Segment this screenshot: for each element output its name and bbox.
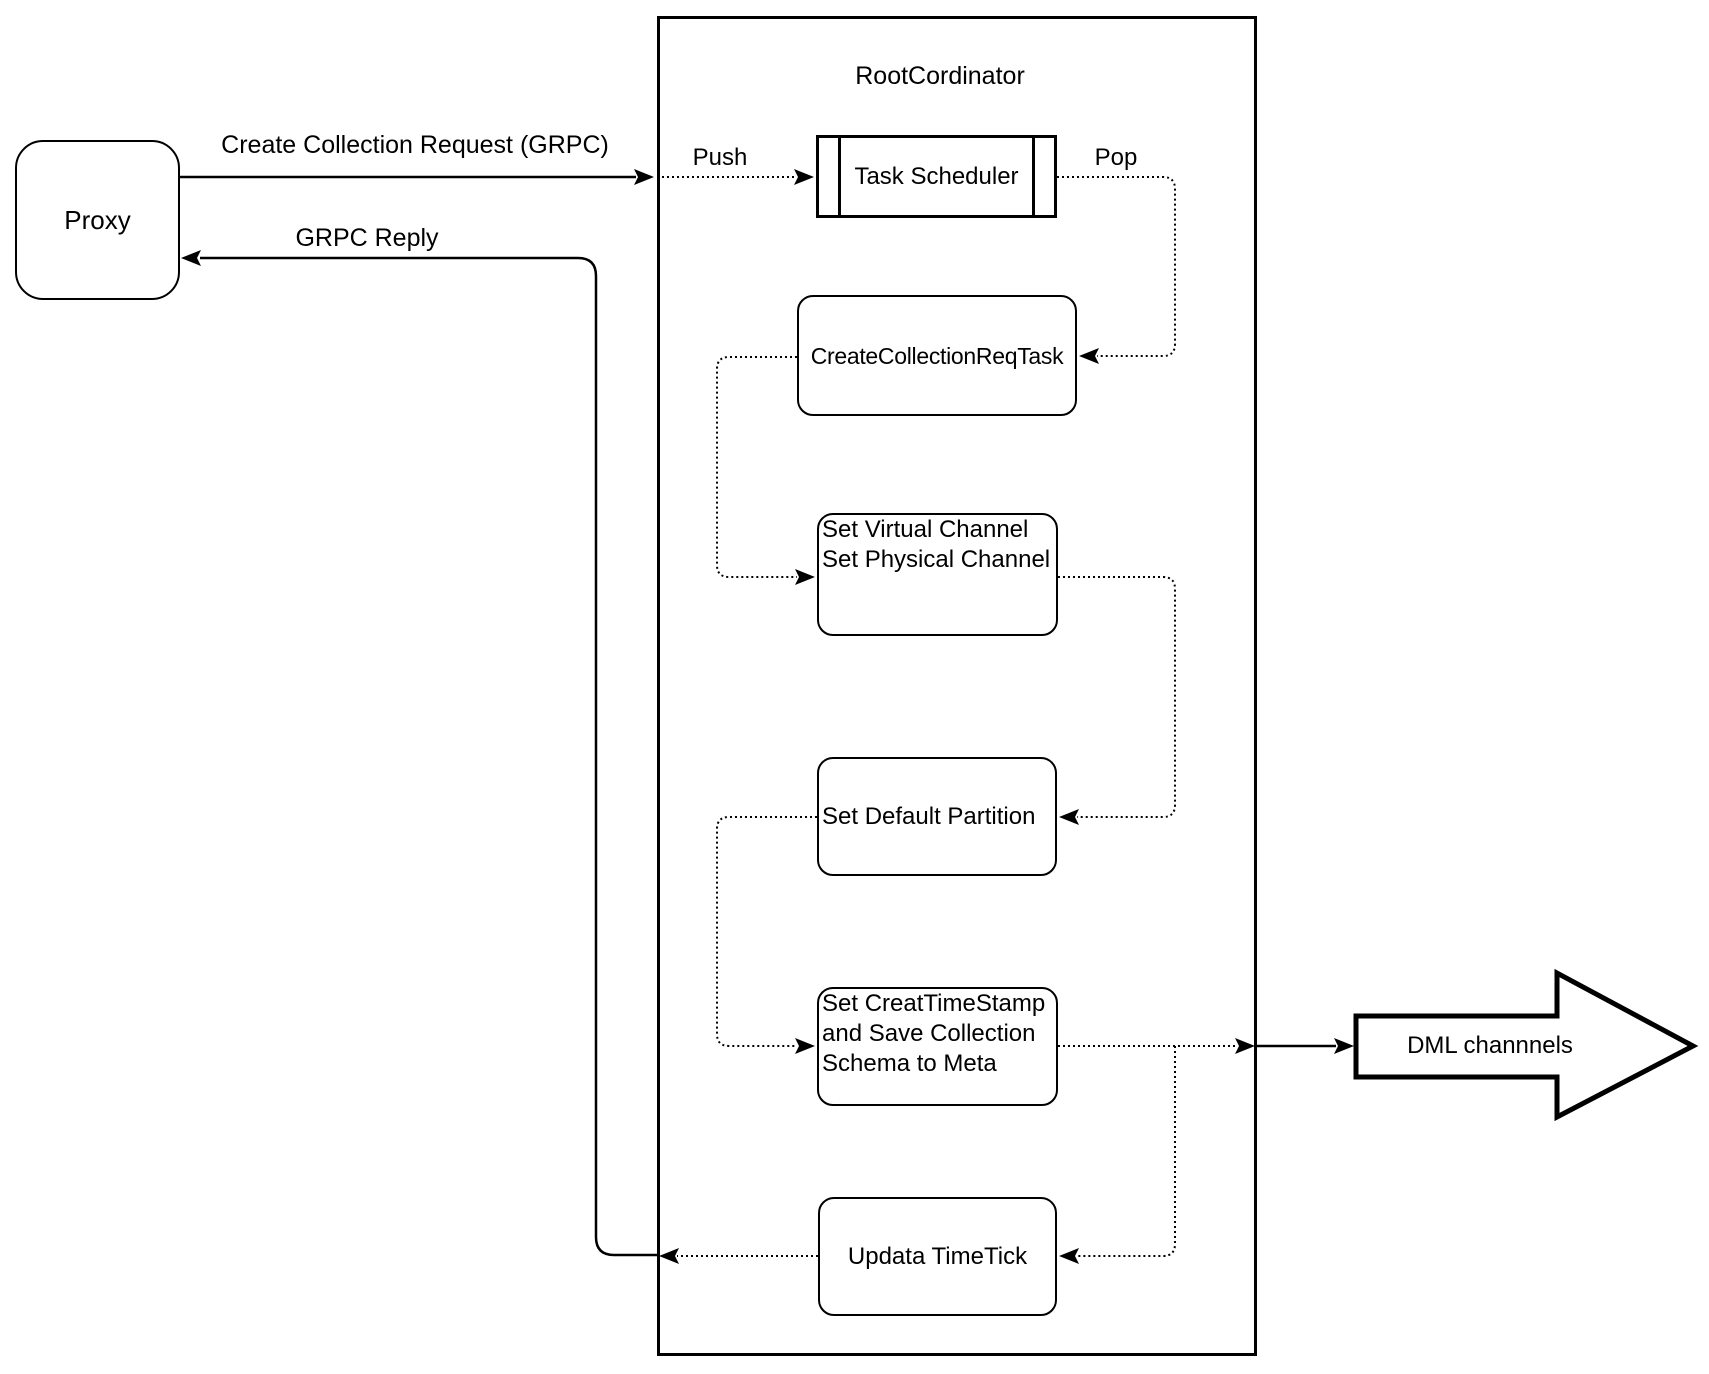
node-task-scheduler: Task Scheduler [816, 135, 1057, 218]
edge-grpc-reply [200, 256, 657, 1257]
node-proxy: Proxy [15, 140, 180, 300]
node-set-default-partition: Set Default Partition [817, 757, 1057, 876]
node-set-channels: Set Virtual Channel Set Physical Channel [817, 513, 1058, 636]
dml-channels-arrow-shape [1353, 968, 1699, 1122]
arrowhead-push [794, 169, 814, 185]
node-set-default-partition-label: Set Default Partition [822, 802, 1036, 830]
arrowhead-grpc-reply [181, 250, 201, 266]
set-creat-timestamp-line-3: Schema to Meta [822, 1050, 997, 1077]
node-task-scheduler-label: Task Scheduler [854, 162, 1019, 190]
arrowhead-timetick [1059, 1248, 1079, 1264]
arrowhead-defaultpartition [1059, 809, 1079, 825]
dotted-edges [657, 176, 1237, 1257]
dml-channels-label: DML channnels [1407, 1032, 1573, 1059]
edge-label-push: Push [692, 144, 748, 171]
edge-reqtask-to-setchannels [716, 356, 797, 578]
edge-label-create-collection-request: Create Collection Request (GRPC) [221, 131, 609, 159]
rootcoordinator-container [657, 16, 1257, 1356]
arrowhead-setchannels [795, 569, 815, 585]
rootcoordinator-title: RootCordinator [855, 62, 1025, 90]
edge-label-grpc-reply: GRPC Reply [295, 224, 439, 252]
arrowhead-timetick-to-reply [659, 1248, 679, 1264]
node-set-creat-timestamp: Set CreatTimeStamp and Save Collection S… [817, 987, 1058, 1106]
node-proxy-label: Proxy [64, 205, 131, 235]
arrowhead-container-right [1235, 1038, 1255, 1054]
arrowheads [181, 169, 1354, 1264]
node-create-collection-req-task-label: CreateCollectionReqTask [810, 342, 1064, 369]
node-create-collection-req-task: CreateCollectionReqTask [797, 295, 1077, 416]
edge-defaultpartition-to-timestamp [716, 816, 817, 1047]
node-updata-timetick-label: Updata TimeTick [847, 1242, 1028, 1270]
solid-edges [180, 175, 1336, 1257]
task-scheduler-left-bar [838, 138, 841, 215]
arrowhead-dml [1334, 1038, 1354, 1054]
set-creat-timestamp-line-1: Set CreatTimeStamp [822, 990, 1046, 1017]
arrowhead-pop [1079, 348, 1099, 364]
edge-pop [1057, 176, 1176, 357]
edge-label-pop: Pop [1094, 144, 1138, 171]
node-updata-timetick: Updata TimeTick [818, 1197, 1057, 1316]
set-channels-line-2: Set Physical Channel [822, 546, 1051, 573]
task-scheduler-right-bar [1032, 138, 1035, 215]
set-channels-line-1: Set Virtual Channel [822, 516, 1029, 543]
set-creat-timestamp-line-2: and Save Collection [822, 1020, 1036, 1047]
arrowhead-timestamp [795, 1038, 815, 1054]
arrowhead-into-container [634, 169, 654, 185]
